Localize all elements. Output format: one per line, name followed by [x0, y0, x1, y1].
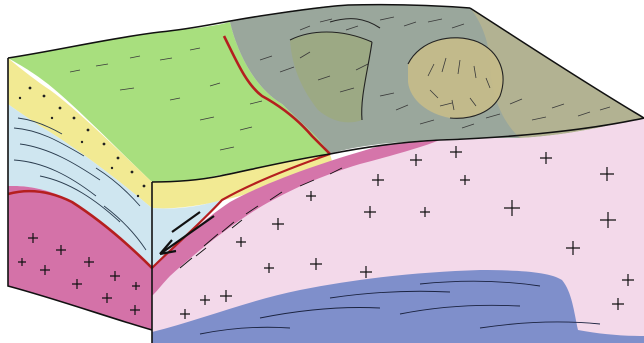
block-diagram-svg	[0, 0, 644, 343]
geologic-block-diagram	[0, 0, 644, 343]
